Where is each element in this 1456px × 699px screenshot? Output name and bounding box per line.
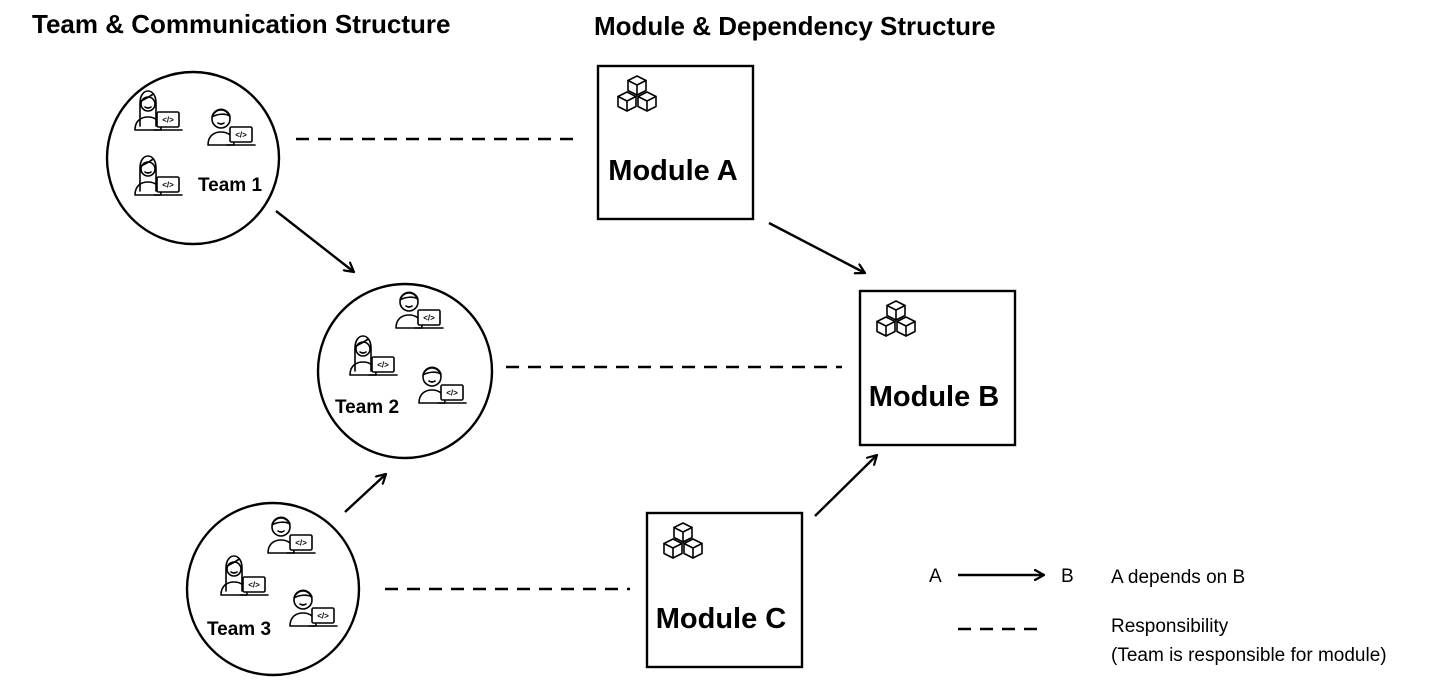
legend-dashed-title: Responsibility bbox=[1111, 616, 1229, 637]
legend-arrow-from: A bbox=[929, 566, 942, 587]
cubes-icon bbox=[664, 523, 702, 558]
developer-icon bbox=[220, 555, 269, 596]
heading-module-structure: Module & Dependency Structure bbox=[594, 11, 996, 41]
developer-icon bbox=[395, 291, 444, 329]
arrow-modulec-to-moduleb bbox=[814, 455, 877, 517]
arrow-modulea-to-moduleb bbox=[768, 221, 865, 273]
module-a-label: Module A bbox=[608, 155, 737, 187]
team-3-node: Team 3 bbox=[185, 501, 361, 677]
developer-icon bbox=[134, 155, 183, 196]
developer-icon bbox=[267, 516, 316, 554]
team-2-label: Team 2 bbox=[335, 397, 399, 418]
developer-icon bbox=[207, 108, 256, 146]
team-2-node: Team 2 bbox=[316, 282, 494, 460]
legend: A B A depends on B Responsibility (Team … bbox=[929, 566, 1387, 666]
legend-dashed-description: (Team is responsible for module) bbox=[1111, 645, 1387, 666]
developer-icon bbox=[349, 335, 398, 376]
module-c-label: Module C bbox=[656, 603, 787, 635]
team-1-node: Team 1 bbox=[105, 70, 281, 246]
legend-arrow-to: B bbox=[1061, 566, 1074, 587]
cubes-icon bbox=[877, 301, 915, 336]
module-b-node: Module B bbox=[858, 289, 1017, 447]
developer-icon bbox=[134, 90, 183, 131]
developer-icon bbox=[418, 366, 467, 404]
module-c-node: Module C bbox=[645, 511, 804, 669]
arrow-team1-to-team2 bbox=[275, 210, 354, 272]
cubes-icon bbox=[618, 76, 656, 111]
module-a-node: Module A bbox=[596, 64, 755, 221]
developer-icon bbox=[289, 589, 338, 627]
legend-arrow-description: A depends on B bbox=[1111, 567, 1245, 588]
module-b-label: Module B bbox=[869, 381, 1000, 413]
team-1-label: Team 1 bbox=[198, 175, 263, 196]
arrow-team3-to-team2 bbox=[344, 474, 386, 513]
heading-team-structure: Team & Communication Structure bbox=[32, 9, 450, 39]
team-3-label: Team 3 bbox=[207, 619, 271, 640]
